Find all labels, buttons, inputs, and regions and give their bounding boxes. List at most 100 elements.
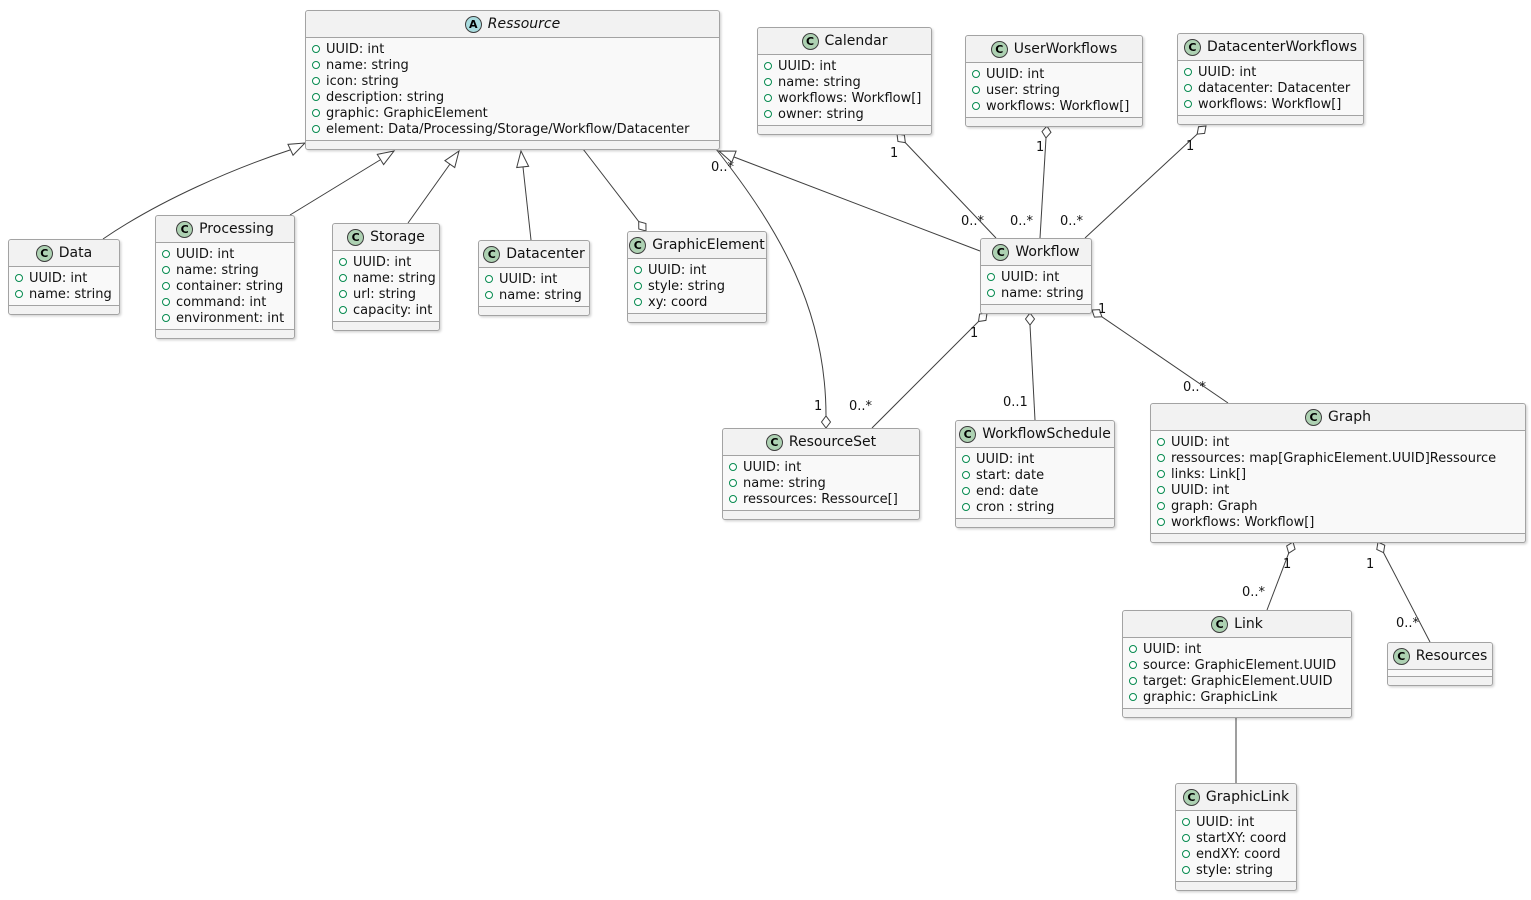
class-icon: C xyxy=(1183,38,1201,56)
aggregation-diamond-icon xyxy=(638,220,647,232)
attribute: description: string xyxy=(326,89,445,105)
field-icon xyxy=(339,258,347,266)
class-calendar: C Calendar UUID: int name: string workfl… xyxy=(757,27,932,135)
field-icon xyxy=(485,275,493,283)
multiplicity-label: 0..1 xyxy=(1003,395,1028,410)
class-graphicelement-methods-empty xyxy=(628,314,766,322)
class-icon: C xyxy=(35,244,53,262)
attribute-row: name: string xyxy=(729,475,912,491)
attribute: links: Link[] xyxy=(1171,466,1247,482)
class-ressource-attributes: UUID: int name: string icon: string desc… xyxy=(306,38,719,141)
multiplicity-label: 0..* xyxy=(1060,214,1084,229)
field-icon xyxy=(15,290,23,298)
class-name: Calendar xyxy=(824,33,888,49)
attribute-row: container: string xyxy=(162,278,287,294)
class-name: ResourceSet xyxy=(788,434,877,450)
field-icon xyxy=(972,86,980,94)
attribute-row: url: string xyxy=(339,286,432,302)
attribute-row: graphic: GraphicLink xyxy=(1129,689,1344,705)
attribute-row: style: string xyxy=(1182,862,1289,878)
attribute: UUID: int xyxy=(1196,814,1255,830)
attribute-row: name: string xyxy=(764,74,924,90)
field-icon xyxy=(1157,454,1165,462)
class-datacenterworkflows-attributes: UUID: int datacenter: Datacenter workflo… xyxy=(1178,61,1363,116)
field-icon xyxy=(1129,693,1137,701)
attribute-row: UUID: int xyxy=(1157,482,1518,498)
field-icon xyxy=(1157,438,1165,446)
attribute-row: name: string xyxy=(15,286,112,302)
attribute: UUID: int xyxy=(986,66,1045,82)
aggregation-diamond-icon xyxy=(1376,541,1386,554)
edge-resourceset-ressource xyxy=(715,148,832,429)
attribute: startXY: coord xyxy=(1196,830,1287,846)
attribute-row: end: date xyxy=(962,483,1107,499)
attribute-row: startXY: coord xyxy=(1182,830,1289,846)
field-icon xyxy=(1182,834,1190,842)
attribute-row: workflows: Workflow[] xyxy=(764,90,924,106)
aggregation-diamond-icon xyxy=(820,415,832,429)
attribute: endXY: coord xyxy=(1196,846,1281,862)
edge-workflow-graph xyxy=(1091,309,1229,404)
multiplicity-label: 1 xyxy=(890,146,899,161)
attribute: name: string xyxy=(176,262,259,278)
class-icon: C xyxy=(1211,615,1229,633)
attribute-row: name: string xyxy=(987,285,1084,301)
class-name: UserWorkflows xyxy=(1013,41,1118,57)
attribute-row: UUID: int xyxy=(634,262,759,278)
multiplicity-label: 1 xyxy=(1098,302,1107,317)
attribute: name: string xyxy=(1001,285,1084,301)
attribute: user: string xyxy=(986,82,1060,98)
attribute: xy: coord xyxy=(648,294,708,310)
attribute: UUID: int xyxy=(326,41,385,57)
class-datacenterworkflows-header: C DatacenterWorkflows xyxy=(1178,34,1363,61)
multiplicity-label: 1 xyxy=(1283,557,1292,572)
attribute: end: date xyxy=(976,483,1039,499)
class-workflowschedule-methods-empty xyxy=(956,519,1114,527)
class-icon: C xyxy=(1182,788,1200,806)
class-storage: C Storage UUID: int name: string url: st… xyxy=(332,223,440,331)
class-datacenter-header: C Datacenter xyxy=(479,241,589,268)
abstract-class-icon: A xyxy=(464,15,482,33)
inheritance-triangle-icon xyxy=(516,149,530,169)
field-icon xyxy=(962,455,970,463)
class-data-methods-empty xyxy=(9,306,119,314)
attribute-row: owner: string xyxy=(764,106,924,122)
class-graphiclink-attributes: UUID: int startXY: coord endXY: coord st… xyxy=(1176,811,1296,882)
attribute-row: target: GraphicElement.UUID xyxy=(1129,673,1344,689)
attribute: UUID: int xyxy=(29,270,88,286)
attribute: UUID: int xyxy=(176,246,235,262)
field-icon xyxy=(312,77,320,85)
class-resourceset: C ResourceSet UUID: int name: string res… xyxy=(722,428,920,520)
class-icon: C xyxy=(483,245,501,263)
field-icon xyxy=(764,78,772,86)
attribute: name: string xyxy=(778,74,861,90)
class-processing-methods-empty xyxy=(156,330,294,338)
attribute: UUID: int xyxy=(499,271,558,287)
class-name: Ressource xyxy=(487,16,561,32)
class-icon: C xyxy=(347,228,365,246)
class-icon: C xyxy=(765,433,783,451)
class-resourceset-attributes: UUID: int name: string ressources: Resso… xyxy=(723,456,919,511)
class-workflow-attributes: UUID: int name: string xyxy=(981,266,1091,305)
class-name: Link xyxy=(1234,616,1263,632)
attribute-row: workflows: Workflow[] xyxy=(1184,96,1356,112)
attribute: name: string xyxy=(499,287,582,303)
class-data: C Data UUID: int name: string xyxy=(8,239,120,315)
field-icon xyxy=(339,306,347,314)
class-name: DatacenterWorkflows xyxy=(1206,39,1358,55)
multiplicity-label: 1 xyxy=(1366,557,1375,572)
attribute-row: UUID: int xyxy=(987,269,1084,285)
multiplicity-label: 0..* xyxy=(849,399,873,414)
class-graphicelement-attributes: UUID: int style: string xy: coord xyxy=(628,259,766,314)
attribute: graphic: GraphicLink xyxy=(1143,689,1278,705)
class-datacenter-methods-empty xyxy=(479,307,589,315)
aggregation-diamond-icon xyxy=(1286,541,1296,554)
field-icon xyxy=(1182,818,1190,826)
attribute: UUID: int xyxy=(648,262,707,278)
attribute: UUID: int xyxy=(778,58,837,74)
field-icon xyxy=(634,282,642,290)
attribute: start: date xyxy=(976,467,1045,483)
class-userworkflows: C UserWorkflows UUID: int user: string w… xyxy=(965,35,1143,127)
class-datacenter: C Datacenter UUID: int name: string xyxy=(478,240,590,316)
field-icon xyxy=(729,479,737,487)
